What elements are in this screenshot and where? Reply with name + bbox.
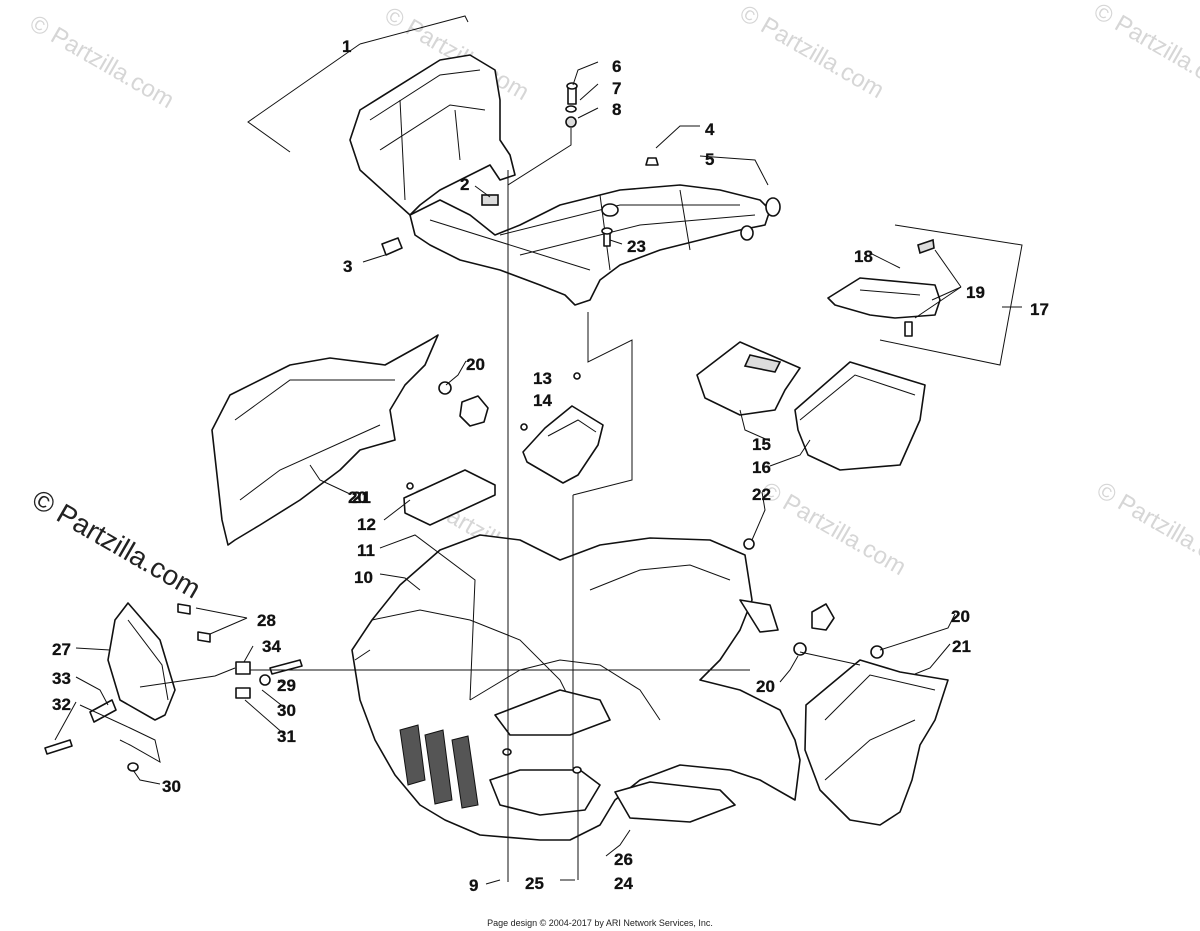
callout-label: 25: [525, 874, 544, 893]
callout-label: 27: [52, 640, 71, 659]
callout-label: 21: [352, 488, 371, 507]
callout-label: 32: [52, 695, 71, 714]
callout-label: 7: [612, 79, 621, 98]
callout-label: 4: [705, 120, 715, 139]
callout-label: 16: [752, 458, 771, 477]
right-side-panel: [804, 645, 949, 826]
callout-label: 13: [533, 369, 552, 388]
callout-label: 33: [52, 669, 71, 688]
watermark: © Partzilla.com: [1089, 0, 1200, 102]
watermark-dark: © Partzilla.com: [27, 483, 206, 604]
callout-label: 30: [162, 777, 181, 796]
callout-label: 30: [277, 701, 296, 720]
bumper-bracket: [520, 372, 604, 484]
callout-label: 3: [343, 257, 352, 276]
rack-fasteners: [381, 82, 659, 256]
callout-label: 20: [756, 677, 775, 696]
callout-label: 10: [354, 568, 373, 587]
callout-label: 20: [466, 355, 485, 374]
callout-label: 1: [342, 37, 351, 56]
watermark: © Partzilla.com: [735, 0, 889, 104]
callout-labels: 1 2 3 4 5 6 7 8 9 10 11 12 13 14 15 16 1…: [52, 37, 1049, 895]
callout-label: 19: [966, 283, 985, 302]
watermark: © Partzilla.com: [757, 477, 911, 581]
callout-label: 9: [469, 876, 478, 895]
watermark: © Partzilla.com: [25, 10, 179, 114]
watermark: © Partzilla.com: [1092, 477, 1200, 581]
front-plate: [403, 469, 496, 526]
callout-label: 28: [257, 611, 276, 630]
callout-label: 24: [614, 874, 633, 893]
storage-box: [696, 341, 926, 471]
callout-label: 20: [348, 488, 367, 507]
callout-label: 34: [262, 637, 281, 656]
callout-label: 15: [752, 435, 771, 454]
callout-label: 17: [1030, 300, 1049, 319]
front-rack: [349, 54, 781, 306]
left-side-panel: [211, 334, 489, 546]
callout-label: 22: [752, 485, 771, 504]
callout-label: 18: [854, 247, 873, 266]
callout-label: 11: [357, 541, 375, 560]
callout-label: 6: [612, 57, 621, 76]
leader-lines: [54, 15, 1022, 885]
callout-label: 20: [951, 607, 970, 626]
callout-label: 31: [277, 727, 296, 746]
callout-label: 5: [705, 150, 714, 169]
callout-label: 21: [952, 637, 971, 656]
callout-label: 29: [277, 676, 296, 695]
callout-label: 2: [460, 175, 469, 194]
callout-label: 26: [614, 850, 633, 869]
page-footer: Page design © 2004-2017 by ARI Network S…: [487, 918, 713, 928]
callout-label: 8: [612, 100, 621, 119]
callout-label: 23: [627, 237, 646, 256]
front-body: [351, 534, 835, 841]
callout-label: 14: [533, 391, 552, 410]
callout-label: 12: [357, 515, 376, 534]
storage-lid: [827, 224, 1023, 366]
